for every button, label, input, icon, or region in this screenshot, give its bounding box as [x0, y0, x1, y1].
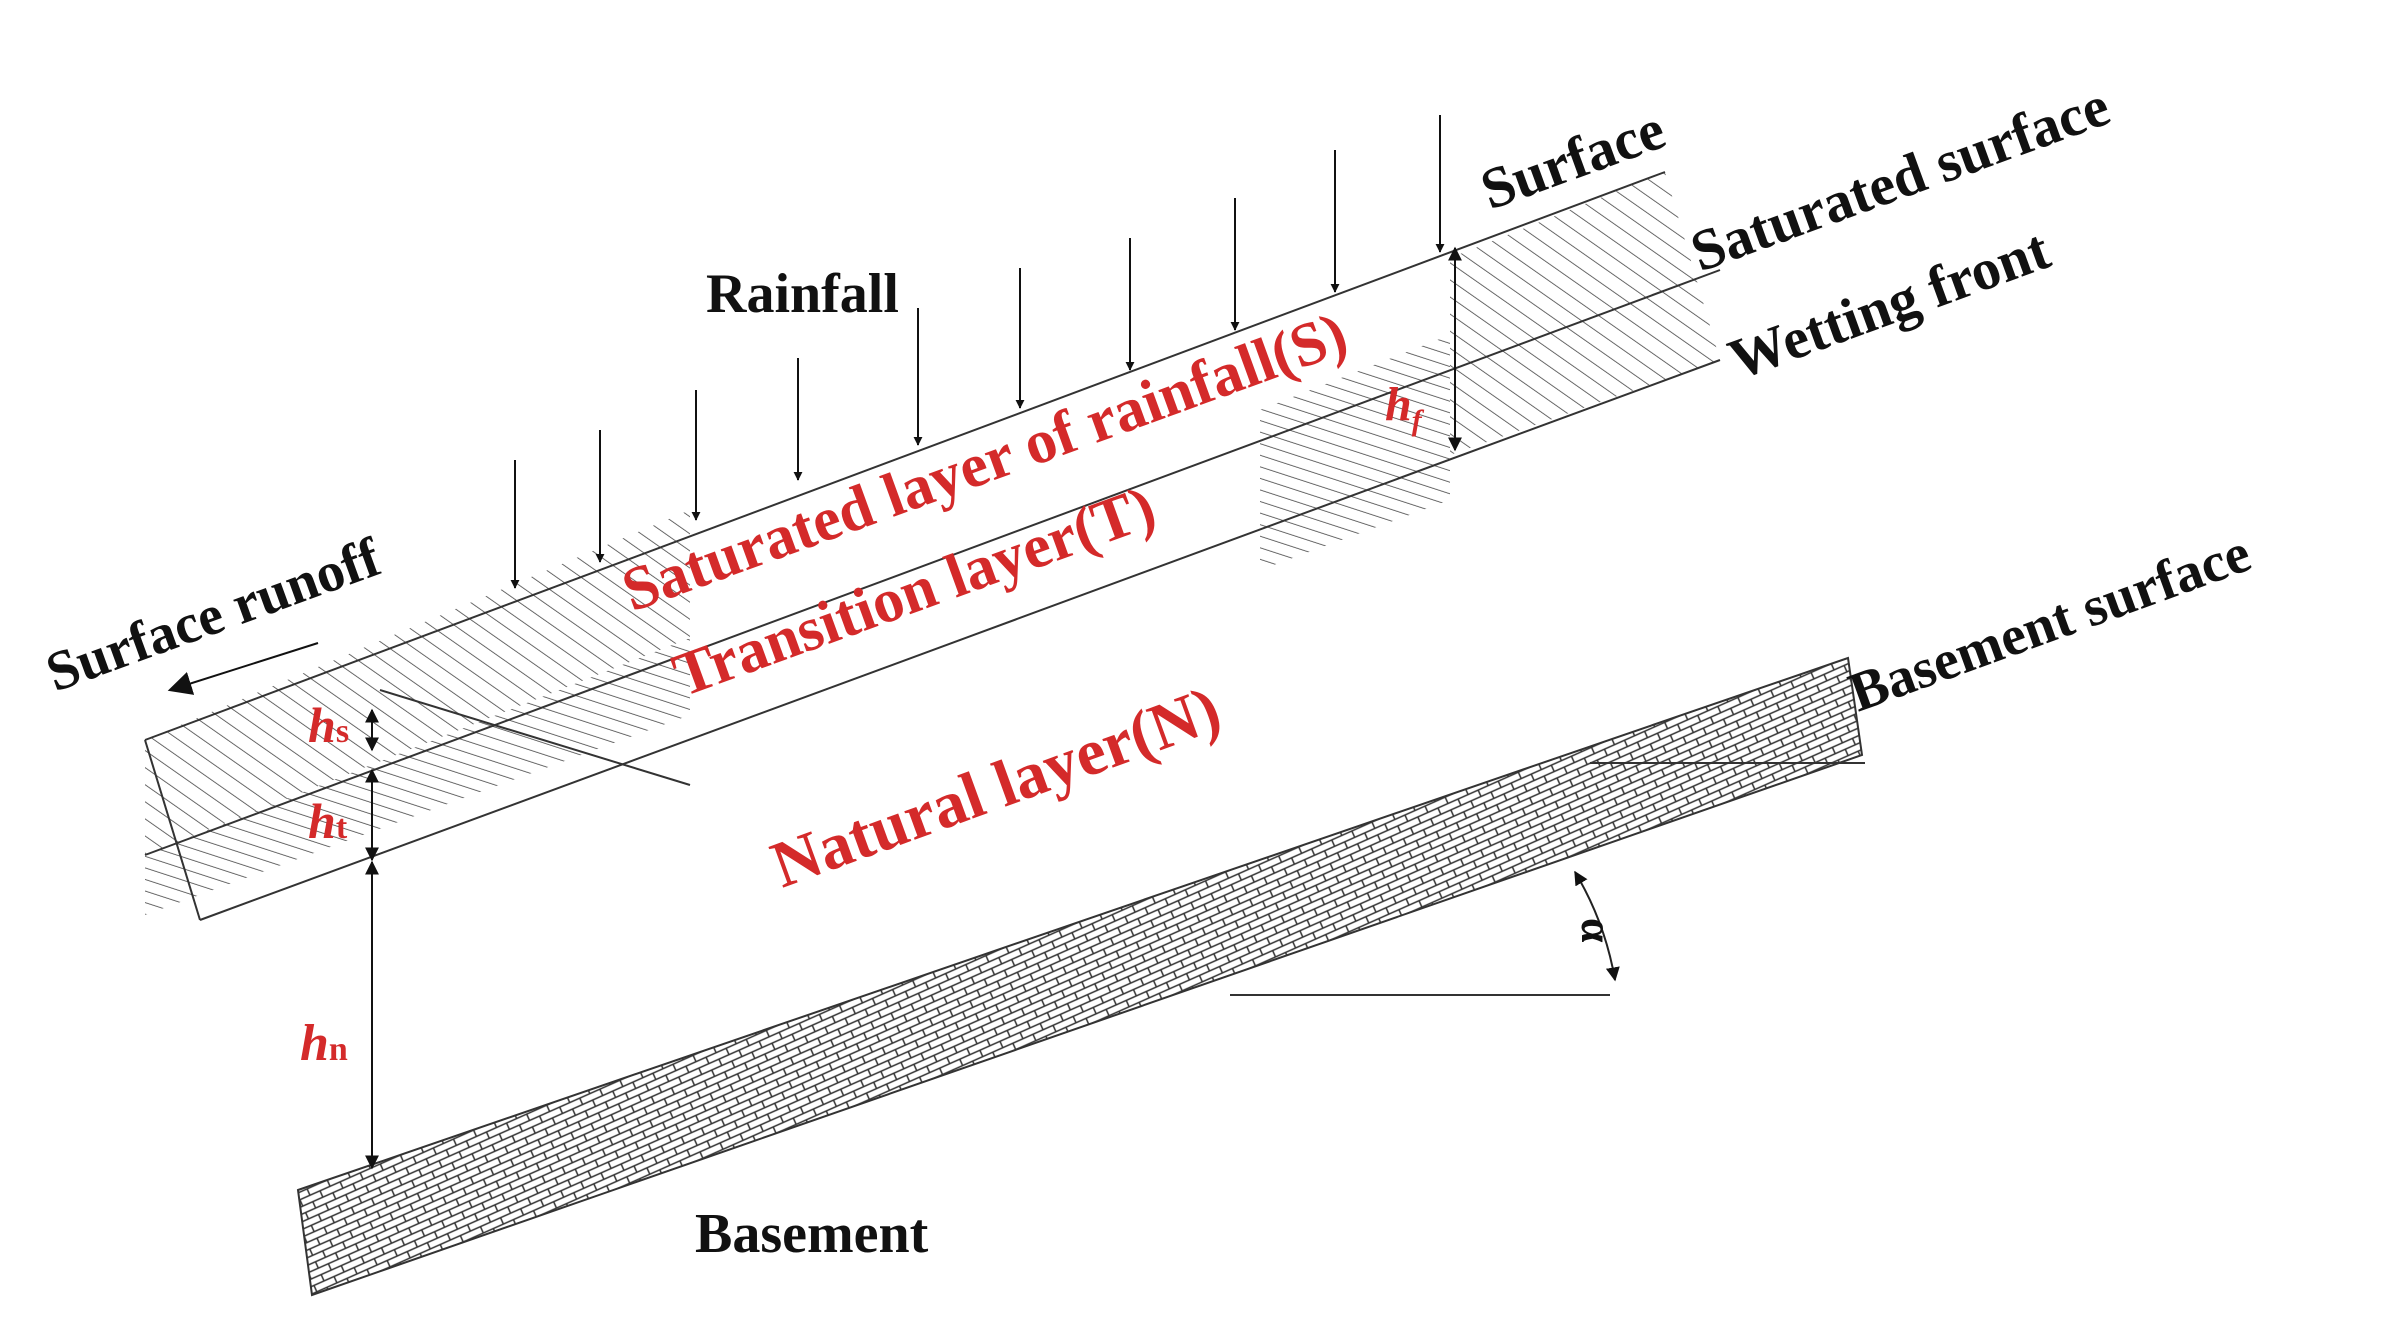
surface-line	[144, 171, 1666, 741]
basement-surface-label: Basement surface	[1841, 522, 2258, 724]
saturated-surface-label: Saturated surface	[1682, 73, 2117, 284]
wetting-front-line	[199, 359, 1721, 921]
leader-line	[379, 689, 691, 786]
basement-band	[296, 656, 1864, 1297]
h-f-label: hf	[1385, 378, 1425, 437]
dimension-arrows	[365, 246, 1462, 1170]
h-n-label: hn	[300, 1015, 348, 1072]
h-t-label: ht	[308, 793, 348, 849]
natural-layer-label: Natural layer(N)	[762, 672, 1230, 902]
slope-angle-label: α	[1572, 918, 1621, 943]
slope-angle-arc	[1574, 870, 1620, 982]
left-hatched-block	[145, 510, 690, 915]
rainfall-arrows	[510, 115, 1445, 589]
rainfall-label: Rainfall	[706, 263, 899, 325]
left-edge-line	[144, 739, 201, 921]
h-s-label: hs	[308, 697, 349, 753]
surface-runoff-arrow	[167, 642, 319, 695]
basement-label: Basement	[695, 1203, 929, 1265]
